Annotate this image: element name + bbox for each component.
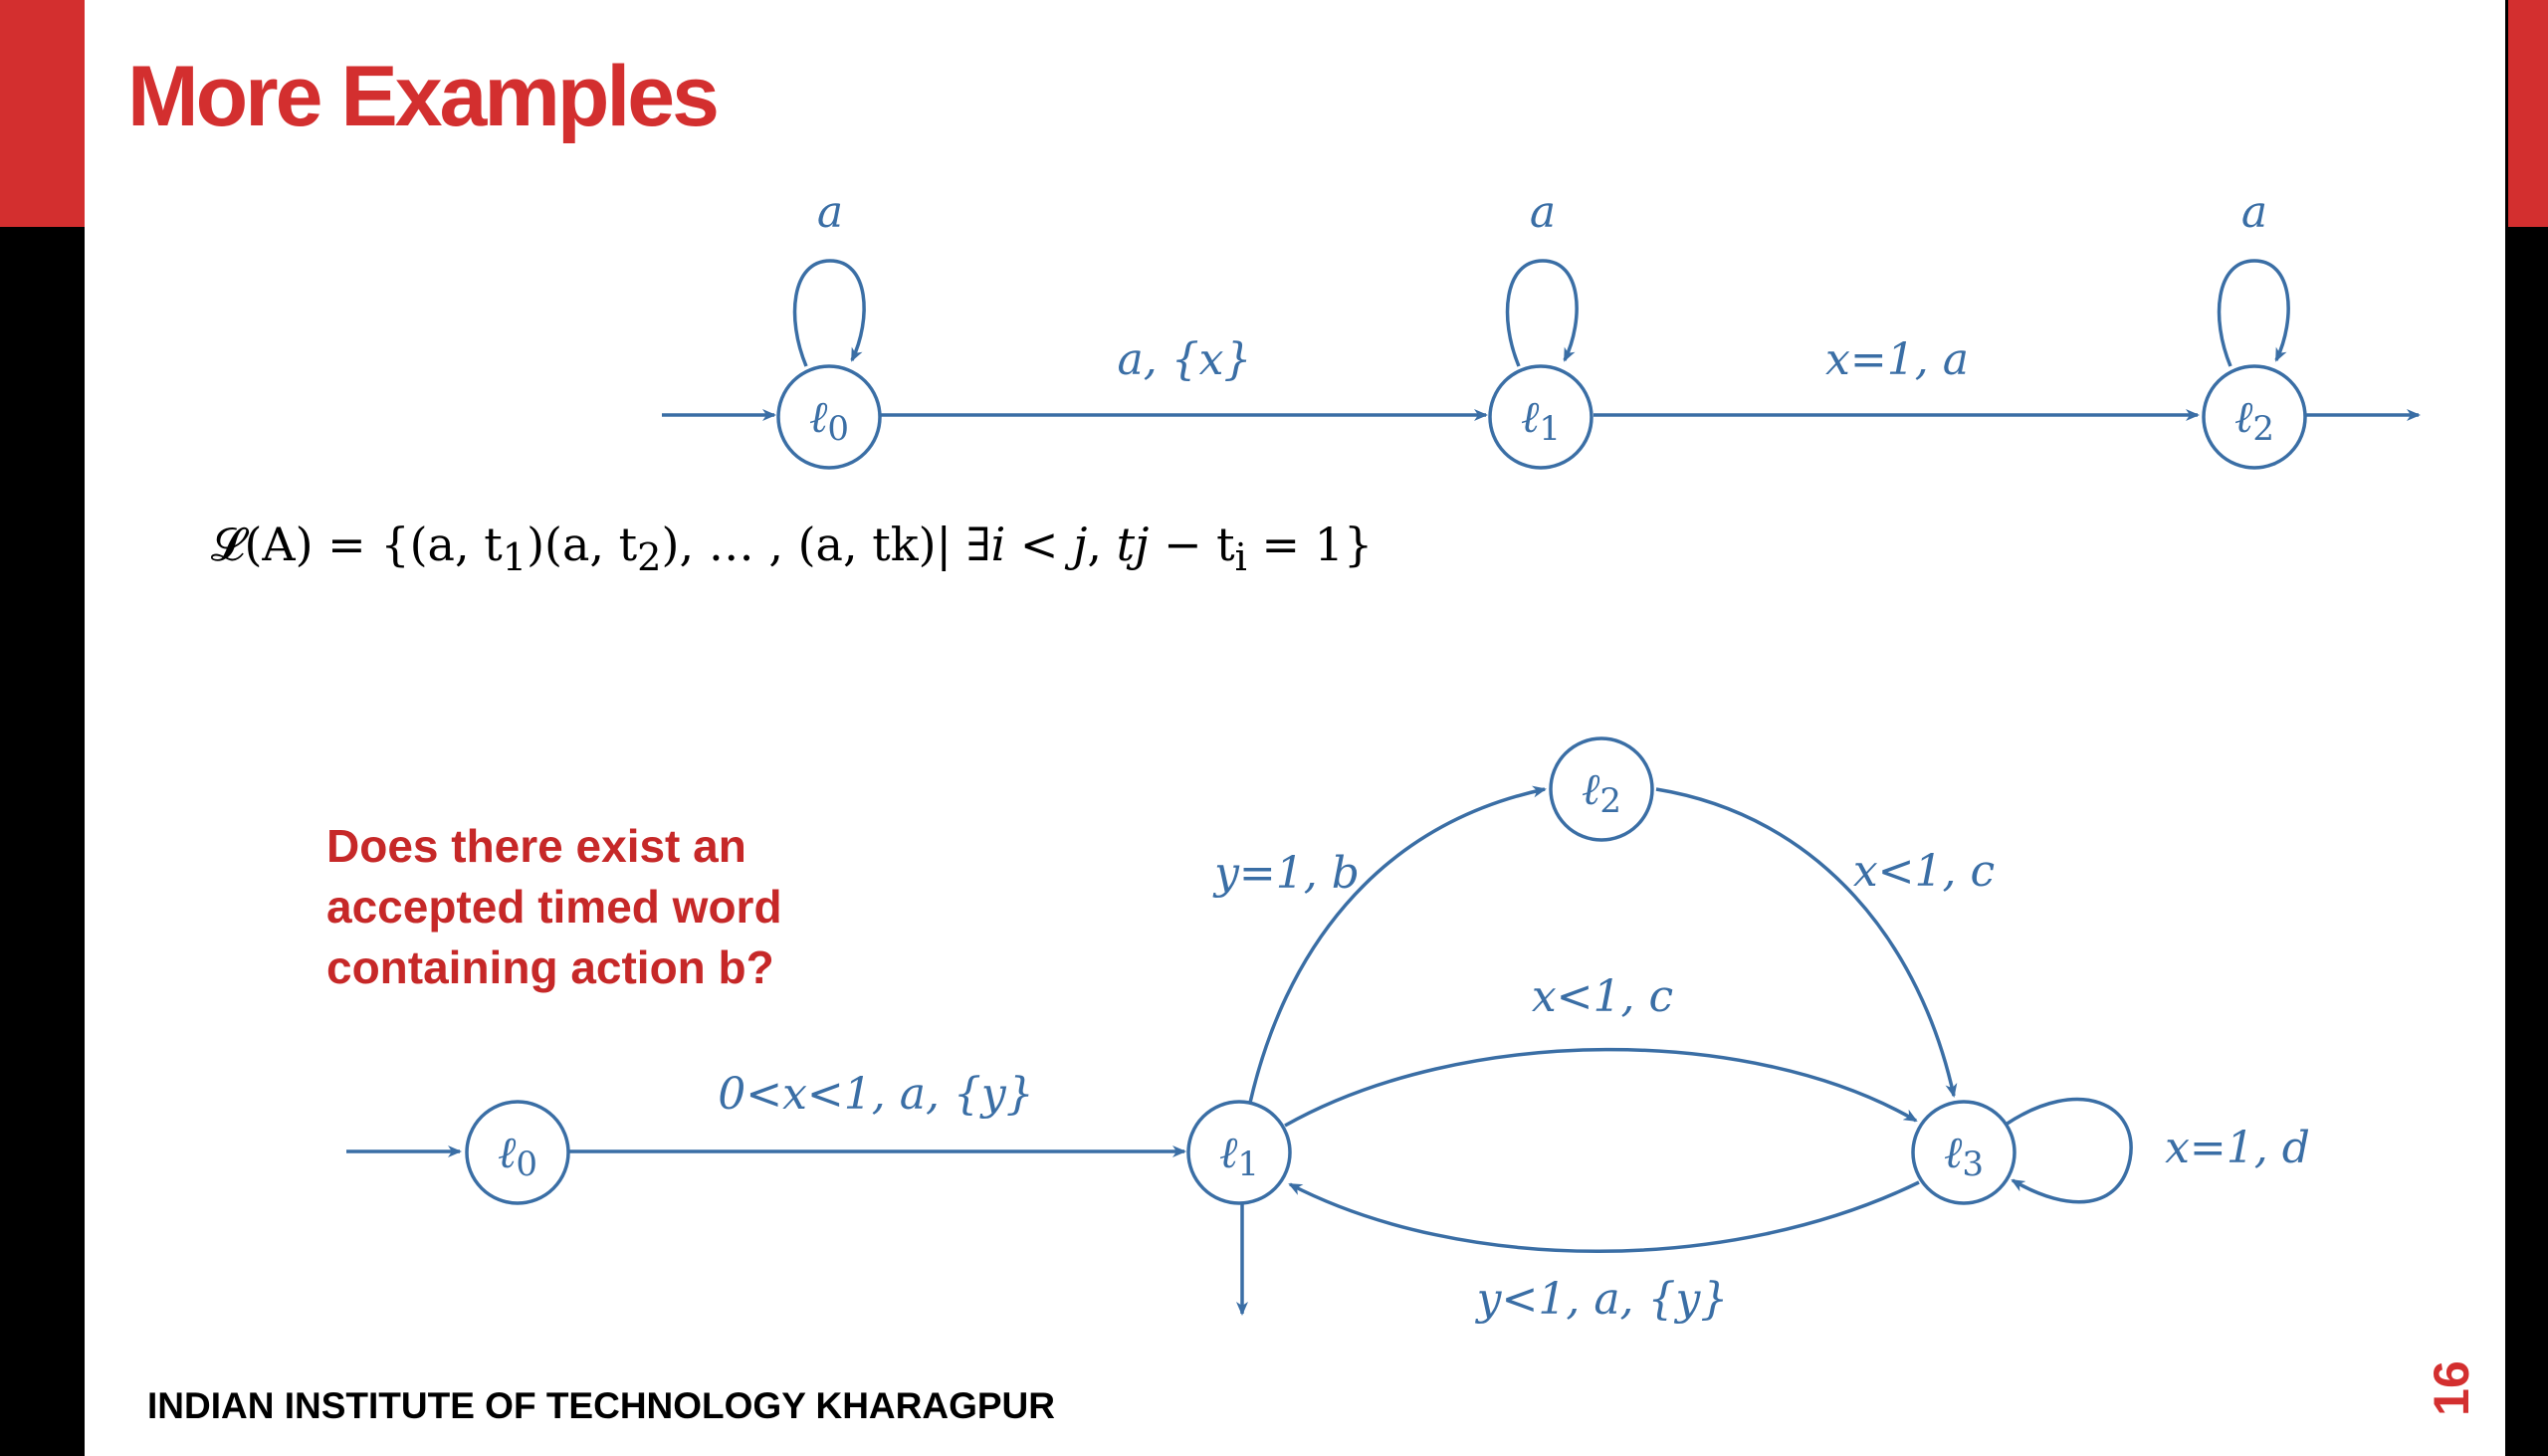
question-text: Does there exist an accepted timed word …	[326, 816, 844, 998]
a2-edge-label-l3-loop: x=1, d	[2165, 1123, 2310, 1173]
formula-lhs: 𝓛(A) = {(a, t	[211, 518, 503, 571]
formula-sub-3: i	[1234, 535, 1247, 581]
a1-state-l1-sub: 1	[1539, 409, 1561, 449]
a2-edge-label-l1-l3: x<1, c	[1532, 971, 1673, 1022]
a1-state-l2	[2202, 364, 2307, 470]
a2-state-l0-letter: ℓ	[498, 1128, 517, 1178]
a1-loop-label-l1: a	[1530, 187, 1556, 238]
a2-edge-label-l2-l3: x<1, c	[1853, 846, 1995, 897]
a2-edge-l1-l2	[1248, 785, 1547, 1104]
red-accent-bar-right	[2508, 0, 2548, 227]
a2-state-l3-label: ℓ3	[1944, 1128, 1984, 1184]
a2-edge-label-l0-l1: 0<x<1, a, {y}	[718, 1069, 1034, 1120]
formula-mid-2: ), … , (a, tk)| ∃𝑖 < 𝑗, 𝑡𝑗 − t	[661, 518, 1235, 571]
a1-state-l2-label: ℓ2	[2234, 392, 2274, 449]
a2-state-l1	[1186, 1100, 1292, 1205]
a2-state-l2-label: ℓ2	[1582, 764, 1621, 821]
a1-loop-l2	[2217, 259, 2290, 367]
a1-state-l0	[776, 364, 882, 470]
question-line-1: Does there exist an	[326, 820, 746, 872]
a2-state-l3	[1911, 1100, 2017, 1205]
red-accent-bar-left	[0, 0, 85, 227]
a2-state-l1-label: ℓ1	[1219, 1128, 1259, 1184]
automaton-2: ℓ0 ℓ1 ℓ2 ℓ3 0<x<1, a, {y} y=1, b x<1, c …	[346, 736, 2310, 1325]
a2-state-l0	[465, 1100, 570, 1205]
a2-edge-l2-l3	[1655, 787, 1958, 1098]
formula-sub-1: 1	[502, 535, 528, 581]
formula-mid-1: )(a, t	[527, 518, 638, 571]
slide-title: More Examples	[127, 49, 720, 144]
a1-state-l0-label: ℓ0	[809, 392, 849, 449]
a2-state-l2-sub: 2	[1599, 781, 1621, 821]
formula-sub-2: 2	[637, 535, 662, 581]
a2-loop-l3	[2005, 1097, 2133, 1204]
formula-end: = 1}	[1246, 518, 1374, 571]
a1-loop-l0	[792, 259, 866, 367]
a1-state-l0-letter: ℓ	[809, 392, 828, 443]
a2-edge-l3-l1	[1288, 1180, 1920, 1253]
slide	[85, 0, 2505, 1456]
a1-loop-label-l2: a	[2241, 187, 2267, 238]
a1-state-l0-sub: 0	[827, 409, 849, 449]
a2-state-l3-sub: 3	[1962, 1144, 1984, 1184]
a2-state-l0-label: ℓ0	[498, 1128, 537, 1184]
a2-state-l1-letter: ℓ	[1219, 1128, 1238, 1178]
a1-edge-label-l1-l2: x=1, a	[1825, 334, 1969, 385]
automaton-1: ℓ0 ℓ1 ℓ2 a a a a, {x} x=1, a	[662, 187, 2421, 470]
question-line-3: containing action b?	[326, 941, 774, 993]
a2-edge-label-l3-l1: y<1, a, {y}	[1475, 1274, 1729, 1325]
a2-edge-l1-l3	[1284, 1047, 1918, 1128]
a2-state-l1-sub: 1	[1237, 1144, 1259, 1184]
a1-state-l1-letter: ℓ	[1521, 392, 1540, 443]
a1-state-l2-sub: 2	[2252, 409, 2274, 449]
a1-state-l2-letter: ℓ	[2234, 392, 2253, 443]
a1-state-l1-label: ℓ1	[1521, 392, 1561, 449]
a2-state-l3-letter: ℓ	[1944, 1128, 1963, 1178]
a2-state-l2-letter: ℓ	[1582, 764, 1600, 815]
a1-loop-label-l0: a	[817, 187, 843, 238]
a2-state-l0-sub: 0	[516, 1144, 537, 1184]
a1-state-l1	[1488, 364, 1593, 470]
language-formula: 𝓛(A) = {(a, t1)(a, t2), … , (a, tk)| ∃𝑖 …	[211, 518, 1373, 580]
a1-loop-l1	[1505, 259, 1579, 367]
a2-state-l2	[1549, 736, 1654, 842]
institute-name: INDIAN INSTITUTE OF TECHNOLOGY KHARAGPUR	[147, 1385, 1055, 1426]
page-number: 16	[2424, 1360, 2479, 1416]
a2-edge-label-l1-l2: y=1, b	[1212, 848, 1360, 899]
a1-edge-label-l0-l1: a, {x}	[1117, 334, 1251, 385]
question-line-2: accepted timed word	[326, 881, 782, 933]
